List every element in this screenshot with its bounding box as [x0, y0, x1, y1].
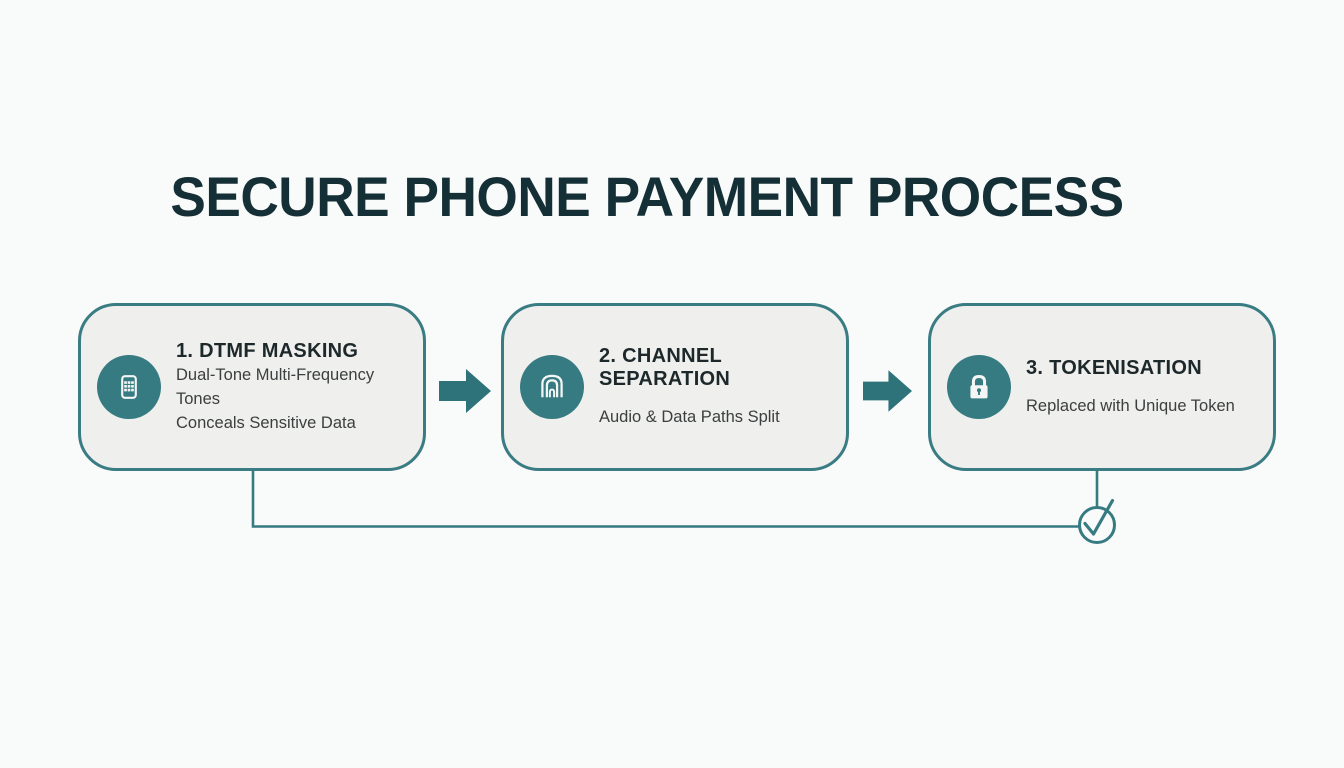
step-heading: 1. DTMF MASKING	[176, 339, 359, 362]
step-card-channel-separation: 2. CHANNEL SEPARATION Audio & Data Paths…	[501, 303, 849, 471]
arch-icon	[541, 374, 563, 398]
step2-icon-circle	[520, 355, 584, 419]
step-subtext-line: Conceals Sensitive Data	[176, 413, 356, 432]
step-subtext-line: Replaced with Unique Token	[1026, 396, 1235, 415]
step2-text: 2. CHANNEL SEPARATION Audio & Data Paths…	[599, 345, 846, 429]
step-heading: 2. CHANNEL SEPARATION	[599, 345, 731, 390]
keypad-icon	[121, 375, 137, 399]
page-title: SECURE PHONE PAYMENT PROCESS	[170, 165, 1124, 228]
check-circle-icon	[1078, 506, 1116, 544]
step-subtext-line: Dual-Tone Multi-Frequency Tones	[176, 365, 375, 408]
step-card-dtmf-masking: 1. DTMF MASKING Dual-Tone Multi-Frequenc…	[78, 303, 426, 471]
check-mark-icon	[1083, 498, 1115, 536]
step3-icon-circle	[947, 355, 1011, 419]
arrow-right-icon	[439, 369, 491, 413]
step1-icon-circle	[97, 355, 161, 419]
arrow-right-icon	[863, 370, 912, 412]
padlock-icon	[970, 374, 988, 399]
step-subtext-line: Audio & Data Paths Split	[599, 408, 780, 426]
step3-text: 3. TOKENISATION Replaced with Unique Tok…	[1026, 357, 1245, 418]
step-heading: 3. TOKENISATION	[1026, 356, 1203, 379]
step-card-tokenisation: 3. TOKENISATION Replaced with Unique Tok…	[928, 303, 1276, 471]
step1-text: 1. DTMF MASKING Dual-Tone Multi-Frequenc…	[176, 340, 423, 435]
connector-line	[251, 470, 1079, 528]
